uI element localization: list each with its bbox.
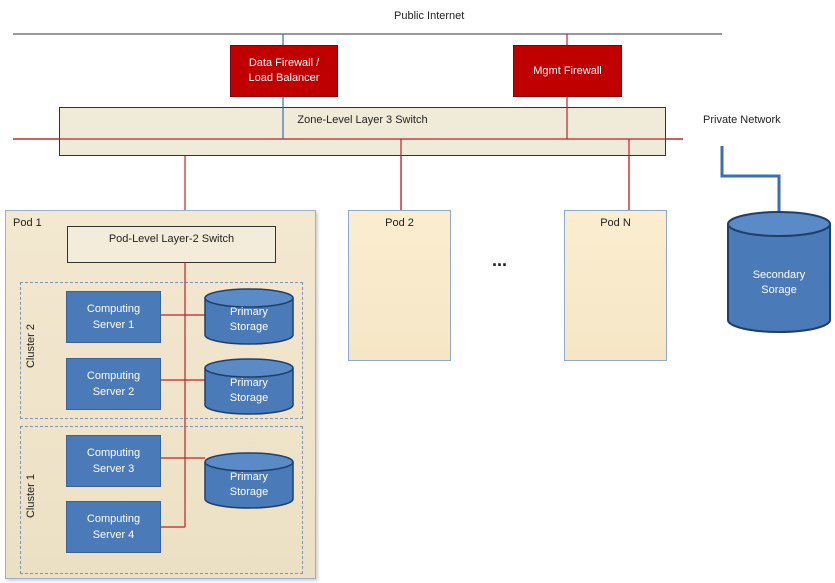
primary-storage-label-1: Primary Storage: [229, 306, 269, 333]
primary-storage-cylinder-1: [204, 288, 294, 345]
zone-switch-label: Zone-Level Layer 3 Switch: [297, 114, 428, 126]
pod-2: Pod 2: [348, 210, 451, 361]
pod-level-l2-switch: Pod-Level Layer-2 Switch: [67, 226, 276, 263]
primary-storage-cylinder-3: [204, 452, 294, 509]
computing-server-4: Computing Server 4: [66, 501, 161, 553]
public-internet-label: Public Internet: [394, 10, 465, 22]
primary-storage-label-3: Primary Storage: [229, 471, 269, 498]
computing-server-3: Computing Server 3: [66, 435, 161, 487]
zone-level-switch: Zone-Level Layer 3 Switch: [59, 107, 666, 156]
mgmt-firewall: Mgmt Firewall: [513, 45, 622, 97]
primary-storage-cylinder-2: [204, 358, 294, 415]
private-network-label: Private Network: [703, 114, 781, 126]
pod-2-title: Pod 2: [385, 217, 414, 229]
pod-n-title: Pod N: [600, 217, 631, 229]
pod-1-title: Pod 1: [13, 217, 42, 229]
data-firewall-load-balancer: Data Firewall / Load Balancer: [230, 45, 338, 97]
cluster-1: [20, 426, 303, 574]
secondary-storage-link: [720, 146, 781, 212]
secondary-storage-label: Secondary Sorage: [752, 269, 806, 296]
primary-storage-label-2: Primary Storage: [229, 377, 269, 404]
pod-n: Pod N: [564, 210, 667, 361]
cluster-2: [20, 282, 303, 419]
secondary-storage-cylinder: [727, 211, 831, 333]
computing-server-2: Computing Server 2: [66, 358, 161, 410]
computing-server-1: Computing Server 1: [66, 291, 161, 343]
pods-ellipsis: ...: [492, 250, 508, 270]
